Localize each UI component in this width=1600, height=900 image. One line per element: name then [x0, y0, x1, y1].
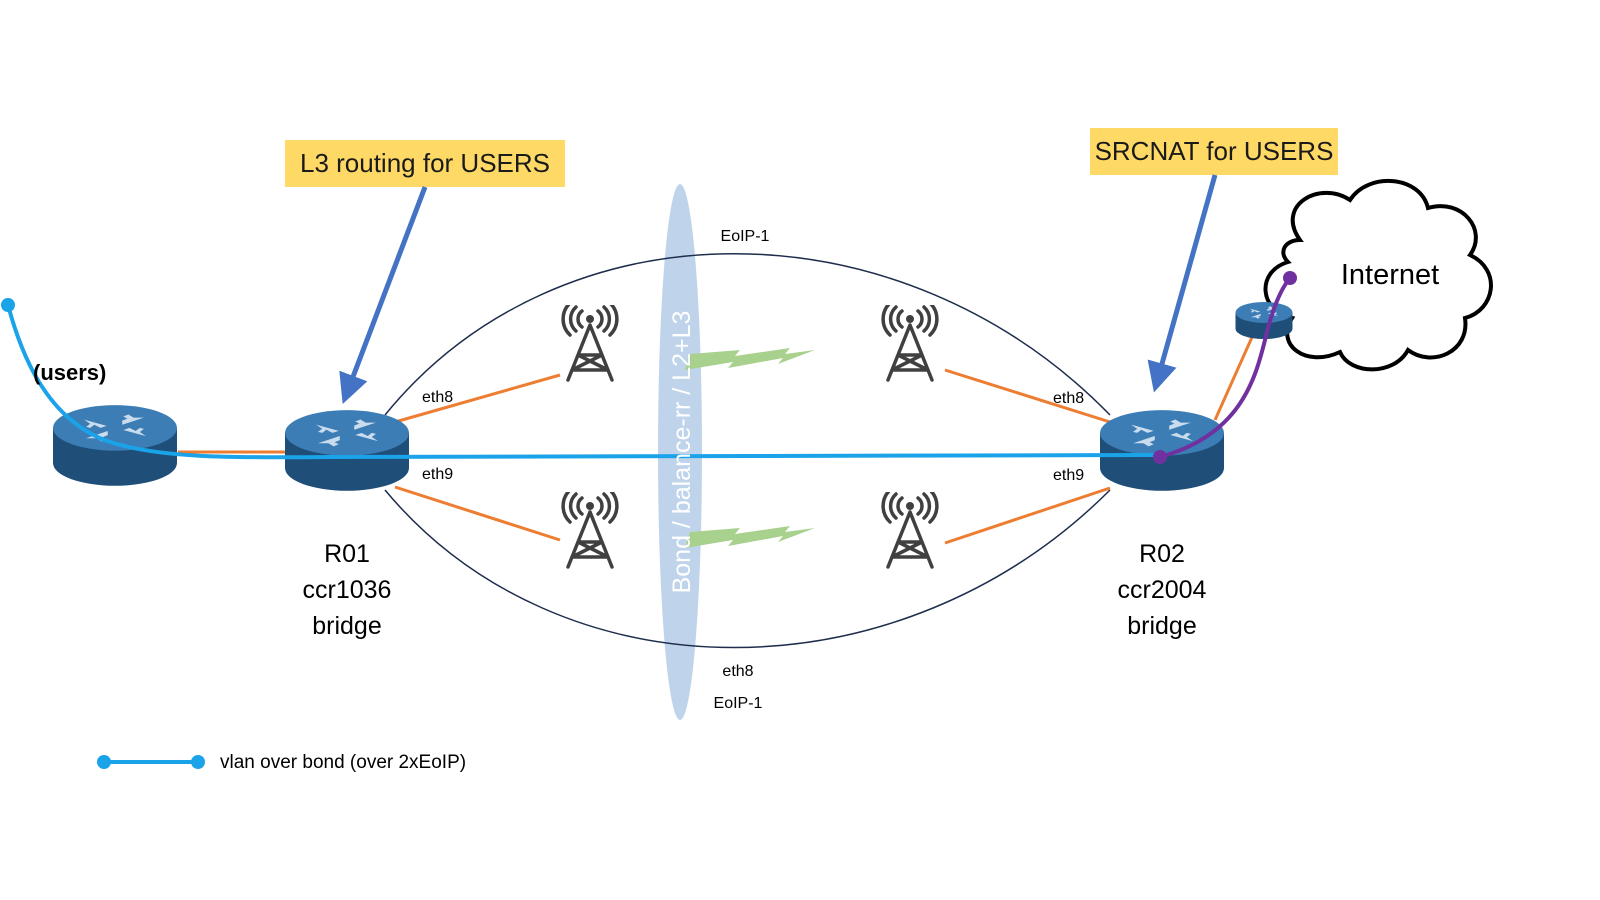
legend-dot-left: [97, 755, 111, 769]
eoip-top-label: EoIP-1: [721, 228, 770, 245]
vlan-endpoint: [1, 298, 15, 312]
nat-end-dot: [1283, 271, 1297, 285]
nat-path: [1159, 276, 1292, 459]
tower-icon: [881, 492, 939, 569]
callout-left-text: L3 routing for USERS: [300, 148, 550, 178]
r02-mode: bridge: [1127, 612, 1197, 640]
users-label: (users): [33, 360, 106, 385]
tower-icon: [561, 305, 619, 382]
eoip-bottom-label: EoIP-1: [714, 695, 763, 712]
nat-start-dot: [1153, 450, 1167, 464]
callout-left-arrow: [339, 186, 428, 405]
r02-model: ccr2004: [1118, 576, 1207, 604]
bond-label: Bond / balance-rr / L2+L3: [668, 311, 696, 594]
callout-left-box: [285, 140, 565, 187]
r01-port-eth9: eth9: [422, 466, 453, 483]
eoip-bottom-port-label: eth8: [722, 663, 753, 680]
legend-dot-right: [191, 755, 205, 769]
vlan-path: [6, 304, 1161, 460]
r01-name: R01: [324, 540, 370, 568]
gateway-router-icon: [1235, 302, 1293, 340]
cloud-label: Internet: [1341, 259, 1439, 291]
legend-label: vlan over bond (over 2xEoIP): [220, 752, 466, 773]
r02-name: R02: [1139, 540, 1185, 568]
callout-right-text: SRCNAT for USERS: [1095, 136, 1334, 166]
r02-port-eth9: eth9: [1053, 467, 1084, 484]
callout-right-arrow: [1147, 174, 1218, 393]
tower-icon: [561, 492, 619, 569]
r01-router-icon: [285, 410, 409, 491]
callout-right-box: [1090, 128, 1338, 175]
wireless-beam-top: [685, 348, 815, 370]
bond-ellipse: [658, 184, 702, 720]
eoip-bottom-curve: [384, 489, 1111, 649]
eoip-top-curve: [384, 253, 1111, 416]
tower-icon: [881, 305, 939, 382]
r01-port-eth8: eth8: [422, 389, 453, 406]
orange-links: [178, 334, 1255, 545]
wireless-beam-bottom: [685, 526, 815, 548]
r01-mode: bridge: [312, 612, 382, 640]
r01-model: ccr1036: [303, 576, 392, 604]
r02-port-eth8: eth8: [1053, 390, 1084, 407]
